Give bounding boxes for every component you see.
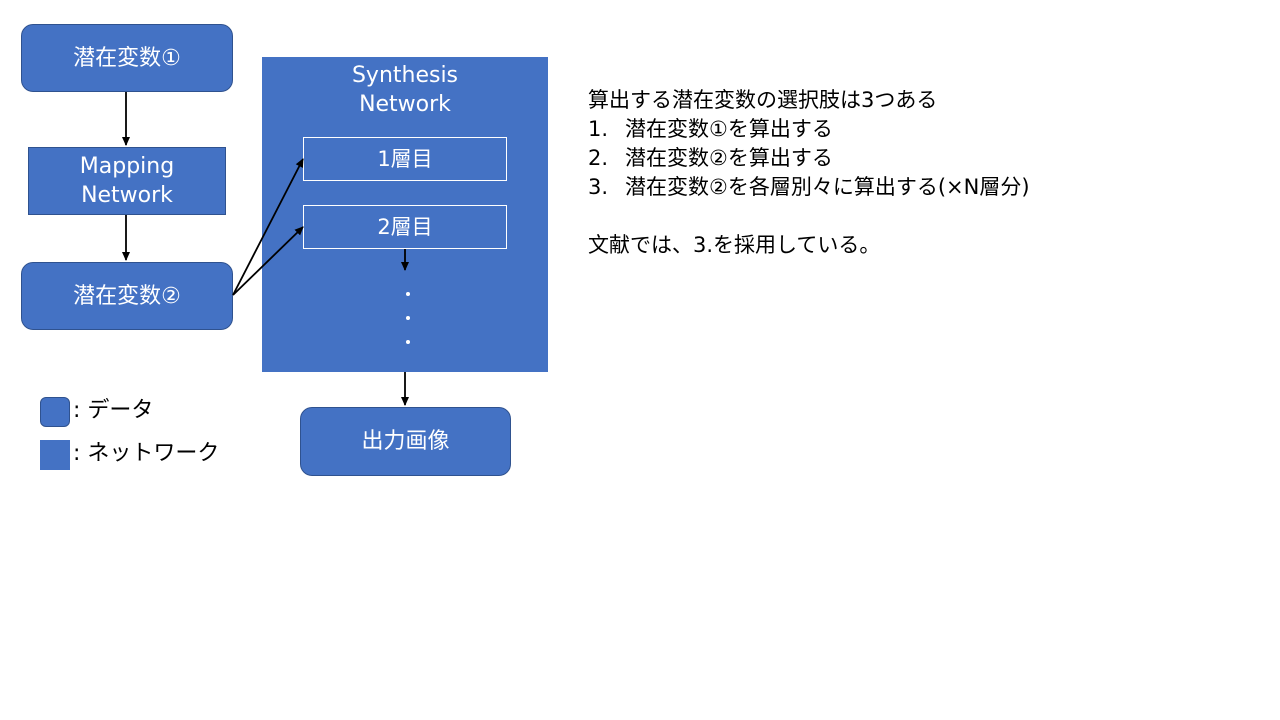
legend-network-label: : ネットワーク [73,441,220,466]
layer-2-label: 2層目 [377,214,433,239]
latent-variable-2-label: 潜在変数② [73,283,181,309]
output-image-label: 出力画像 [361,429,450,454]
notes-conclusion: 文献では、3.を採用している。 [588,233,881,257]
notes-item-number: 2. [588,146,609,170]
mapping-network-node: Mapping Network [28,147,226,215]
mapping-network-label: Mapping Network [79,154,175,208]
notes-spacer [588,202,1030,231]
notes-item-text: 潜在変数②を各層別々に算出する(×N層分) [625,175,1030,199]
notes-item: 1. 潜在変数①を算出する [588,115,1030,144]
layer-1-node: 1層目 [303,137,507,181]
notes-item: 3. 潜在変数②を各層別々に算出する(×N層分) [588,173,1030,202]
output-image-node: 出力画像 [300,407,511,476]
notes-item: 2. 潜在変数②を算出する [588,144,1030,173]
legend-network-swatch [40,440,70,470]
latent-variable-1-label: 潜在変数① [73,45,181,71]
latent-variable-2-node: 潜在変数② [21,262,233,330]
notes-item-text: 潜在変数①を算出する [625,117,833,141]
legend-data-label: : データ [73,398,154,423]
notes-item-number: 3. [588,175,609,199]
notes-item-number: 1. [588,117,609,141]
ellipsis-dot [406,340,410,344]
latent-variable-1-node: 潜在変数① [21,24,233,92]
arrow-latent2-to-layer1 [232,158,304,296]
legend-data-swatch [40,397,70,427]
layer-1-label: 1層目 [377,146,433,171]
notes-item-text: 潜在変数②を算出する [625,146,833,170]
synthesis-network-label: Synthesis Network [351,63,459,117]
ellipsis-dot [406,316,410,320]
arrow-latent2-to-layer2 [232,226,304,296]
ellipsis-dot [406,292,410,296]
layer-2-node: 2層目 [303,205,507,249]
notes-heading: 算出する潜在変数の選択肢は3つある [588,88,938,112]
notes-panel: 算出する潜在変数の選択肢は3つある 1. 潜在変数①を算出する 2. 潜在変数②を算… [588,86,1030,260]
